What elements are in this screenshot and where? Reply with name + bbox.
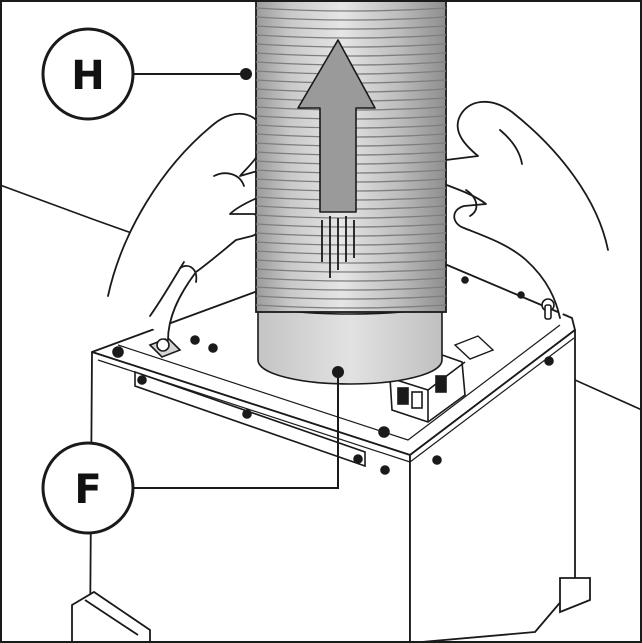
duct-rib xyxy=(255,52,447,57)
duct-rib xyxy=(255,25,447,30)
duct-rib xyxy=(255,277,447,282)
duct-rib xyxy=(255,304,447,309)
duct-rib xyxy=(255,7,447,12)
flexible-duct xyxy=(255,0,447,313)
duct-rib xyxy=(255,286,447,291)
callout-f-letter: F xyxy=(74,467,101,513)
duct-rib xyxy=(255,223,447,228)
callout-h-letter: H xyxy=(71,53,104,99)
duct-rib xyxy=(255,241,447,246)
duct-ribs xyxy=(255,7,447,309)
duct-rib xyxy=(255,232,447,237)
arrow-stripes xyxy=(321,216,355,278)
duct-rib xyxy=(255,259,447,264)
duct-rib xyxy=(255,268,447,273)
up-arrow-icon xyxy=(297,39,376,213)
duct-rib xyxy=(255,43,447,48)
duct-rib xyxy=(255,250,447,255)
duct-rib xyxy=(255,16,447,21)
duct-rib xyxy=(255,214,447,219)
mounting-bracket xyxy=(112,276,554,475)
keyhole-slot-icon xyxy=(541,298,555,320)
hood-feet xyxy=(71,577,591,643)
duct-rib xyxy=(255,295,447,300)
callout-f: F xyxy=(41,366,344,535)
callout-h: H xyxy=(41,27,252,121)
duct-rib xyxy=(255,34,447,39)
top-plate-label xyxy=(453,335,495,360)
